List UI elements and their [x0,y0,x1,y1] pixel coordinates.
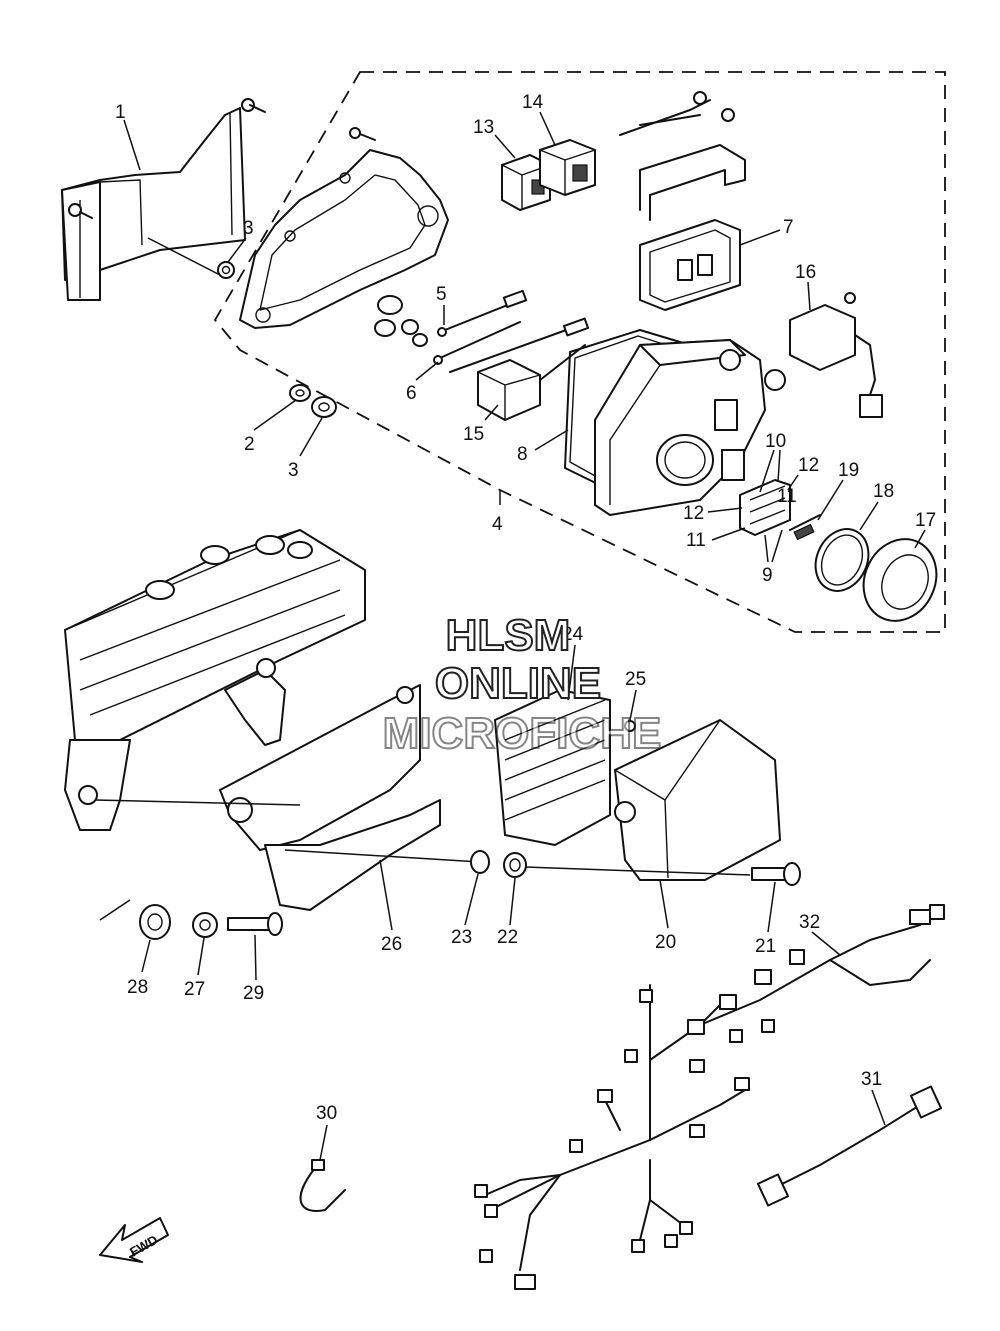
callout-25: 25 [625,669,646,690]
callout-12: 12 [798,455,819,476]
callout-10: 10 [765,431,786,452]
part-16-sensor [789,292,883,418]
callout-15: 15 [463,424,484,445]
part-13-relay [501,154,551,211]
part-5-lead [437,289,528,337]
engine-cylinder-head [64,529,366,831]
forward-direction-arrow: FWD [99,1217,169,1263]
part-28-grommet [99,899,171,940]
part-22-grommet [503,852,527,878]
part-20-control-unit [614,719,781,881]
callout-16: 16 [795,262,816,283]
part-31-lead [756,1085,943,1207]
part-26-bracket [94,684,481,911]
callout-8: 8 [517,444,528,465]
part-24-regulator [494,689,636,846]
callout-19: 19 [838,460,859,481]
part-23-collar [470,850,490,874]
part-6-lead [433,317,590,373]
strap [619,91,746,221]
assembly-boundary [213,71,946,633]
part-14-relay [539,139,596,196]
callout-30: 30 [316,1103,337,1124]
part-2-washer [289,384,311,402]
watermark-line-3: MICROFICHE [383,709,662,758]
part-4-electrical-box [594,339,786,516]
part-29-bolt [227,912,283,936]
callout-9: 9 [762,565,773,586]
callout-3b: 3 [288,460,299,481]
callout-3: 3 [243,218,254,239]
callout-23: 23 [451,927,472,948]
part-3-nut [311,396,337,418]
part-1-bracket [61,98,266,301]
callout-4: 4 [492,514,503,535]
callout-21: 21 [755,936,776,957]
callout-17: 17 [915,510,936,531]
callout-18: 18 [873,481,894,502]
callout-2: 2 [244,434,255,455]
callout-22: 22 [497,927,518,948]
callout-5: 5 [436,284,447,305]
part-9-terminal-block [739,479,821,541]
callout-1: 1 [115,102,126,123]
callout-14: 14 [522,92,544,113]
callout-13: 13 [473,117,494,138]
part-32-wire-harness [474,904,945,1290]
part-30-band [299,1159,346,1212]
part-7-cover [639,219,741,311]
callout-27: 27 [184,979,205,1000]
callout-11: 11 [777,486,797,507]
part-cover-plate [239,127,449,329]
callout-labels: 1 2 3 3 4 5 6 7 8 9 10 11 11 12 12 13 14… [115,92,936,1161]
callout-31: 31 [861,1069,882,1090]
callout-32: 32 [799,912,820,933]
callout-6: 6 [406,383,417,404]
part-21-bolt [524,862,801,886]
watermark-line-1: HLSM [446,611,571,660]
callout-28: 28 [127,977,148,998]
part-18-ring [814,528,870,592]
callout-12b: 12 [683,503,704,524]
grommets [374,295,428,347]
part-27-collar [192,912,218,938]
callout-24: 24 [562,624,584,645]
watermark-line-2: ONLINE [435,659,601,708]
callout-29: 29 [243,983,264,1004]
callout-20: 20 [655,932,676,953]
watermark: HLSM ONLINE MICROFICHE [382,610,663,759]
callout-11b: 11 [686,530,706,551]
part-15-relay [477,344,586,421]
callout-7: 7 [783,217,794,238]
callout-26: 26 [381,934,402,955]
